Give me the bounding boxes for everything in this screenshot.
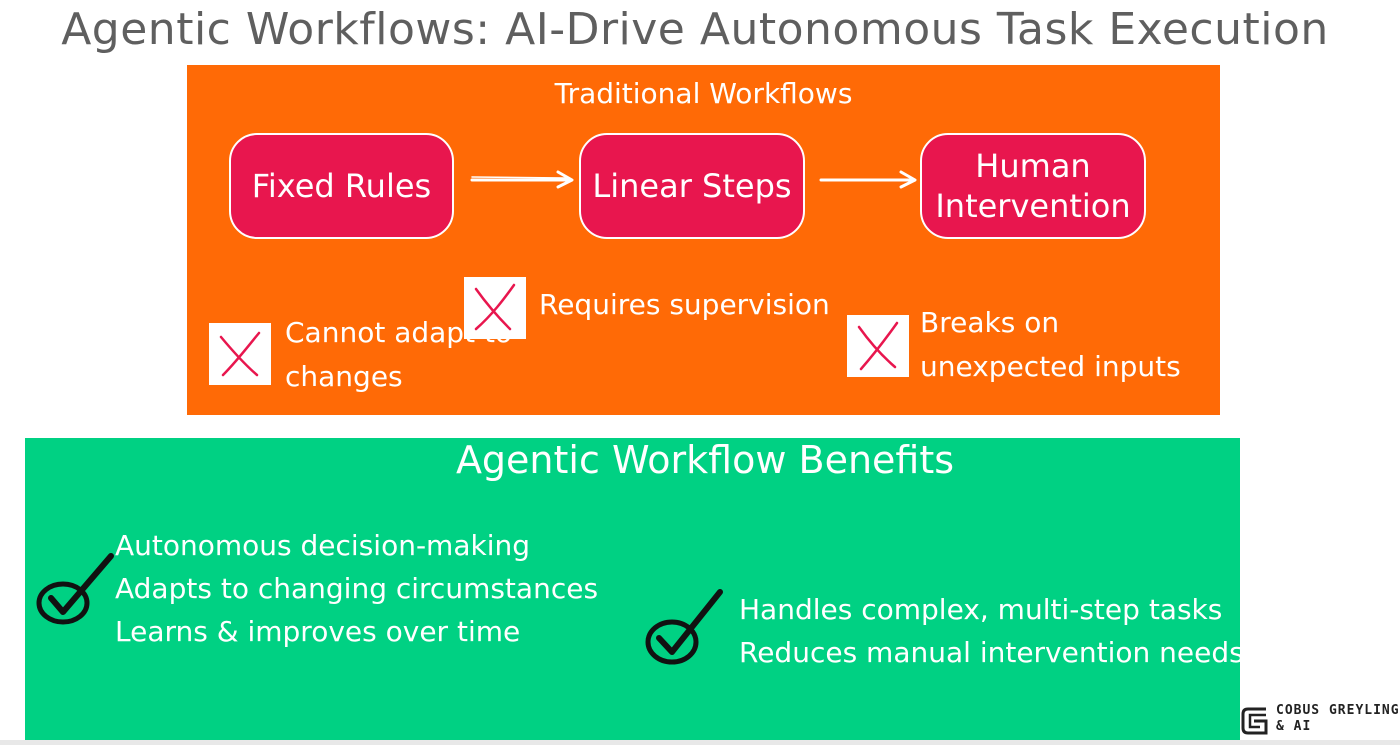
x-mark-icon (464, 277, 526, 339)
benefit-item: Reduces manual intervention needs (739, 636, 1244, 669)
arrow-right-icon (819, 170, 917, 189)
benefit-item: Adapts to changing circumstances (115, 572, 599, 605)
benefit-item: Learns & improves over time (115, 615, 521, 648)
limitation-label: Breaks on unexpected inputs (920, 306, 1181, 383)
agentic-benefits-panel: Agentic Workflow Benefits Autonomous dec… (25, 438, 1244, 740)
bottom-divider (0, 740, 1400, 745)
benefit-list: Autonomous decision-making Adapts to cha… (115, 524, 598, 653)
limitation-label: Requires supervision (539, 288, 830, 321)
step-human-intervention: Human Intervention (920, 133, 1146, 239)
brand-line-1: COBUS GREYLING (1276, 703, 1400, 718)
x-mark-icon (847, 315, 909, 377)
agentic-benefits-heading: Agentic Workflow Benefits (455, 438, 955, 482)
traditional-workflows-panel: Traditional Workflows Fixed Rules Linear… (187, 65, 1220, 415)
brand-logo-icon (1241, 707, 1268, 735)
step-linear-steps: Linear Steps (579, 133, 805, 239)
brand-line-2: & AI (1276, 719, 1312, 734)
benefit-list: Handles complex, multi-step tasks Reduce… (739, 588, 1244, 674)
page-title: Agentic Workflows: AI-Drive Autonomous T… (61, 4, 1329, 55)
benefit-item: Autonomous decision-making (115, 529, 530, 562)
x-mark-icon (209, 323, 271, 385)
checkmark-icon (645, 589, 723, 665)
checkmark-icon (36, 553, 114, 625)
brand-name: COBUS GREYLING & AI (1276, 703, 1400, 735)
arrow-right-icon (470, 170, 574, 189)
benefit-item: Handles complex, multi-step tasks (739, 593, 1223, 626)
step-fixed-rules: Fixed Rules (229, 133, 454, 239)
brand-watermark: COBUS GREYLING & AI (1240, 703, 1400, 741)
traditional-workflows-heading: Traditional Workflows (554, 77, 853, 110)
